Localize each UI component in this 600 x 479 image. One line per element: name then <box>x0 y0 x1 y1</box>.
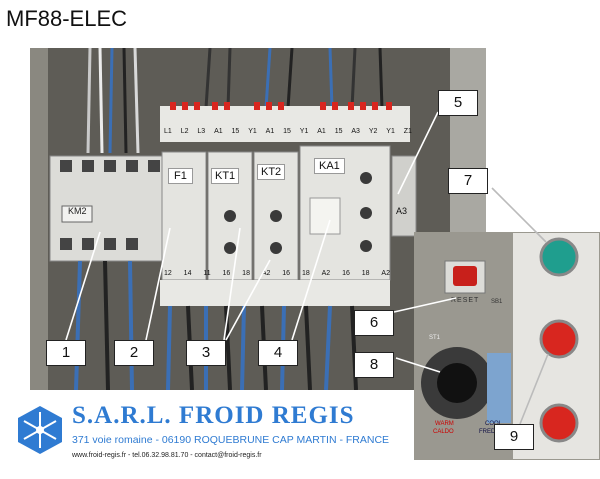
freddo-label: FREDDO <box>479 429 505 435</box>
bottom-terminal-label: 12 <box>164 270 172 277</box>
callout-1: 1 <box>46 340 86 366</box>
top-terminal-label: A3 <box>351 128 360 135</box>
bottom-terminal-label: A2 <box>261 270 271 277</box>
st1-label: ST1 <box>429 335 441 341</box>
company-name: S.A.R.L. FROID REGIS <box>72 402 355 429</box>
km2-label: KM2 <box>68 206 87 216</box>
bottom-terminal-label: 18 <box>361 270 370 277</box>
f1-label: F1 <box>168 168 193 184</box>
snowflake-logo-icon <box>18 406 62 454</box>
top-terminal-label: A1 <box>214 128 223 135</box>
reset-label: RESET <box>451 297 480 304</box>
bottom-terminal-label: 11 <box>203 270 211 277</box>
warm-label: WARM <box>435 421 454 427</box>
top-terminal-label: A1 <box>265 128 275 135</box>
callout-7: 7 <box>448 168 488 194</box>
top-terminal-label: L1 <box>164 128 172 135</box>
bottom-terminal-label: A2 <box>321 270 331 277</box>
bottom-terminal-label: A2 <box>381 270 390 277</box>
a3-label: A3 <box>396 206 408 216</box>
bottom-terminal-label: 16 <box>222 270 231 277</box>
callout-2: 2 <box>114 340 154 366</box>
company-address: 371 voie romaine - 06190 ROQUEBRUNE CAP … <box>72 434 390 446</box>
kt2-label: KT2 <box>257 164 286 180</box>
top-terminal-label: 15 <box>231 128 240 135</box>
top-terminal-label: L3 <box>197 128 206 135</box>
bottom-terminal-label: 18 <box>301 270 310 277</box>
top-terminal-label: L2 <box>180 128 189 135</box>
top-terminal-label: Z1 <box>403 128 412 135</box>
bottom-terminal-label: 18 <box>242 270 250 277</box>
control-panel-inset: RESET SB1 ST1 WARM CALDO COOL FREDDO <box>414 232 600 460</box>
top-terminal-label: 15 <box>334 128 343 135</box>
page-title: MF88-ELEC <box>6 6 128 31</box>
callout-4: 4 <box>258 340 298 366</box>
bottom-terminal-label: 16 <box>342 270 350 277</box>
top-terminal-label: Y1 <box>386 128 395 135</box>
callout-9: 9 <box>494 424 534 450</box>
top-terminal-label: Y2 <box>368 128 378 135</box>
callout-8: 8 <box>354 352 394 378</box>
bottom-terminal-label: 14 <box>183 270 192 277</box>
callout-3: 3 <box>186 340 226 366</box>
top-terminal-label: Y1 <box>299 128 309 135</box>
top-terminal-label: Y1 <box>248 128 257 135</box>
top-terminal-label: 15 <box>283 128 291 135</box>
company-contact: www.froid-regis.fr - tel.06.32.98.81.70 … <box>72 452 262 459</box>
bottom-terminal-label: 16 <box>282 270 291 277</box>
cool-label: COOL <box>485 421 502 427</box>
callout-5: 5 <box>438 90 478 116</box>
ka1-label: KA1 <box>314 158 345 174</box>
bottom-terminal-labels: 12 14 11 16 18 A2 16 18 A2 16 18 A2 <box>164 270 390 277</box>
sb1-label: SB1 <box>491 299 503 305</box>
inset-illustration <box>415 233 599 459</box>
caldo-label: CALDO <box>433 429 454 435</box>
top-terminal-labels: L1 L2 L3 A1 15 Y1 A1 15 Y1 A1 15 A3 Y2 Y1 Z1 <box>164 128 412 135</box>
top-terminal-label: A1 <box>317 128 326 135</box>
kt1-label: KT1 <box>211 168 240 184</box>
callout-6: 6 <box>354 310 394 336</box>
